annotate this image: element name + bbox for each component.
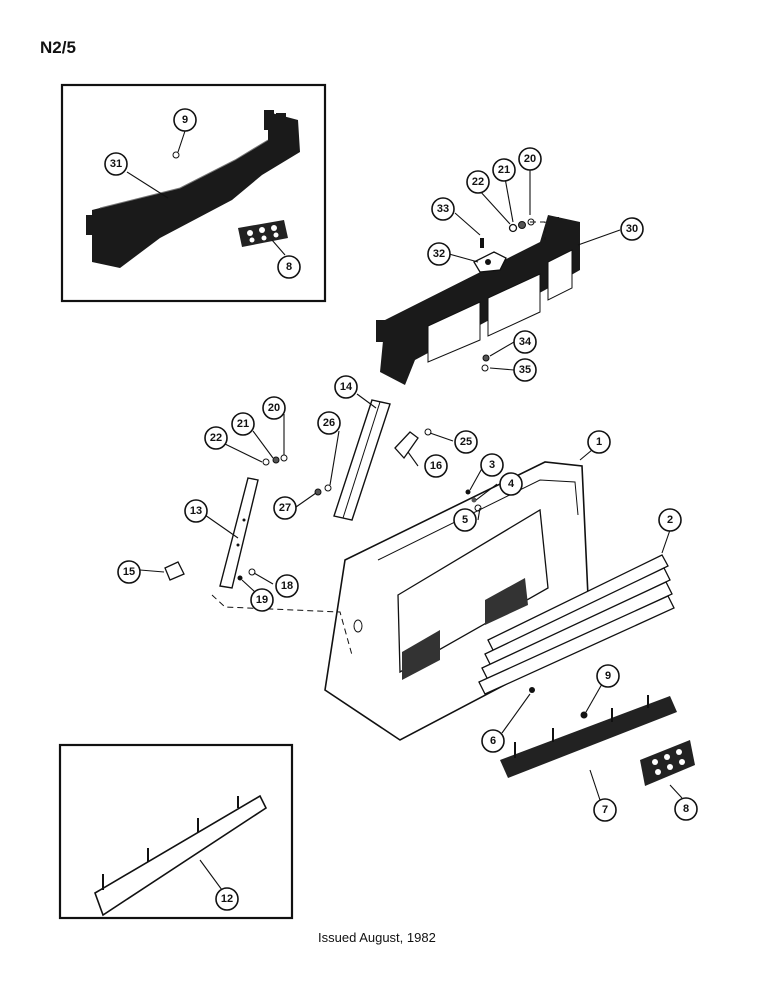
hardware-30 — [473, 218, 535, 372]
svg-text:27: 27 — [279, 502, 291, 514]
svg-text:30: 30 — [626, 223, 638, 235]
callout-27: 27 — [273, 496, 297, 520]
svg-text:33: 33 — [437, 203, 449, 215]
svg-text:7: 7 — [602, 804, 608, 816]
svg-text:21: 21 — [498, 164, 510, 176]
panel-7 — [500, 695, 677, 778]
callout-2: 2 — [658, 508, 682, 532]
svg-text:3: 3 — [489, 459, 495, 471]
panel-12 — [94, 794, 268, 917]
callout-21-mid: 21 — [231, 412, 255, 436]
grille-2 — [478, 554, 675, 695]
svg-text:6: 6 — [490, 735, 496, 747]
inset-top-left — [60, 83, 327, 303]
callout-33: 33 — [431, 197, 455, 221]
svg-text:20: 20 — [524, 153, 536, 165]
callout-25: 25 — [454, 430, 478, 454]
svg-text:32: 32 — [433, 248, 445, 260]
callout-20-top: 20 — [518, 147, 542, 171]
svg-text:13: 13 — [190, 505, 202, 517]
hardware-small — [237, 428, 588, 719]
svg-text:14: 14 — [340, 381, 353, 393]
callout-26: 26 — [317, 411, 341, 435]
svg-text:22: 22 — [472, 176, 484, 188]
callout-8: 8 — [674, 797, 698, 821]
callout-3: 3 — [480, 453, 504, 477]
callout-5: 5 — [453, 508, 477, 532]
callout-31: 31 — [104, 152, 128, 176]
svg-text:21: 21 — [237, 418, 249, 430]
svg-text:4: 4 — [508, 478, 515, 490]
page-code: N2/5 — [40, 38, 76, 57]
callout-34: 34 — [513, 330, 537, 354]
front-weight-30 — [376, 215, 580, 385]
callout-32: 32 — [427, 242, 451, 266]
bracket-13 — [219, 477, 259, 589]
svg-text:35: 35 — [519, 364, 531, 376]
callout-22-mid: 22 — [204, 426, 228, 450]
svg-text:19: 19 — [256, 594, 268, 606]
svg-text:20: 20 — [268, 402, 280, 414]
svg-text:26: 26 — [323, 417, 335, 429]
callout-14: 14 — [334, 375, 358, 399]
callout-12: 12 — [215, 887, 239, 911]
svg-text:9: 9 — [605, 670, 611, 682]
svg-text:9: 9 — [182, 114, 188, 126]
bracket-16 — [394, 431, 419, 460]
callout-20-mid: 20 — [262, 396, 286, 420]
svg-text:34: 34 — [519, 336, 532, 348]
svg-text:31: 31 — [110, 158, 122, 170]
callout-21-top: 21 — [492, 158, 516, 182]
svg-text:8: 8 — [286, 261, 292, 273]
leader-lines — [126, 130, 683, 891]
callout-6: 6 — [481, 729, 505, 753]
inset-bottom-left — [58, 743, 294, 920]
callout-18: 18 — [275, 574, 299, 598]
decal-8 — [640, 740, 695, 786]
svg-text:15: 15 — [123, 566, 135, 578]
svg-text:5: 5 — [462, 514, 468, 526]
front-weight-31 — [92, 112, 300, 268]
decal-8-inset — [238, 220, 288, 247]
callout-22-top: 22 — [466, 170, 490, 194]
bracket-14 — [333, 399, 391, 521]
callout-19: 19 — [250, 588, 274, 612]
svg-text:8: 8 — [683, 803, 689, 815]
issued-date: Issued August, 1982 — [318, 930, 436, 945]
svg-text:2: 2 — [667, 514, 673, 526]
svg-text:22: 22 — [210, 432, 222, 444]
callout-4: 4 — [499, 472, 523, 496]
callout-9: 9 — [596, 664, 620, 688]
svg-text:25: 25 — [460, 436, 472, 448]
callout-16: 16 — [424, 454, 448, 478]
callout-30: 30 — [620, 217, 644, 241]
callout-9-inset: 9 — [173, 108, 197, 132]
svg-text:12: 12 — [221, 893, 233, 905]
callout-13: 13 — [184, 499, 208, 523]
svg-text:18: 18 — [281, 580, 293, 592]
callout-15: 15 — [117, 560, 141, 584]
callout-1: 1 — [587, 430, 611, 454]
clip-15 — [164, 561, 185, 581]
callout-35: 35 — [513, 358, 537, 382]
svg-text:16: 16 — [430, 460, 442, 472]
svg-text:1: 1 — [596, 436, 602, 448]
callout-8-inset: 8 — [277, 255, 301, 279]
callout-7: 7 — [593, 798, 617, 822]
